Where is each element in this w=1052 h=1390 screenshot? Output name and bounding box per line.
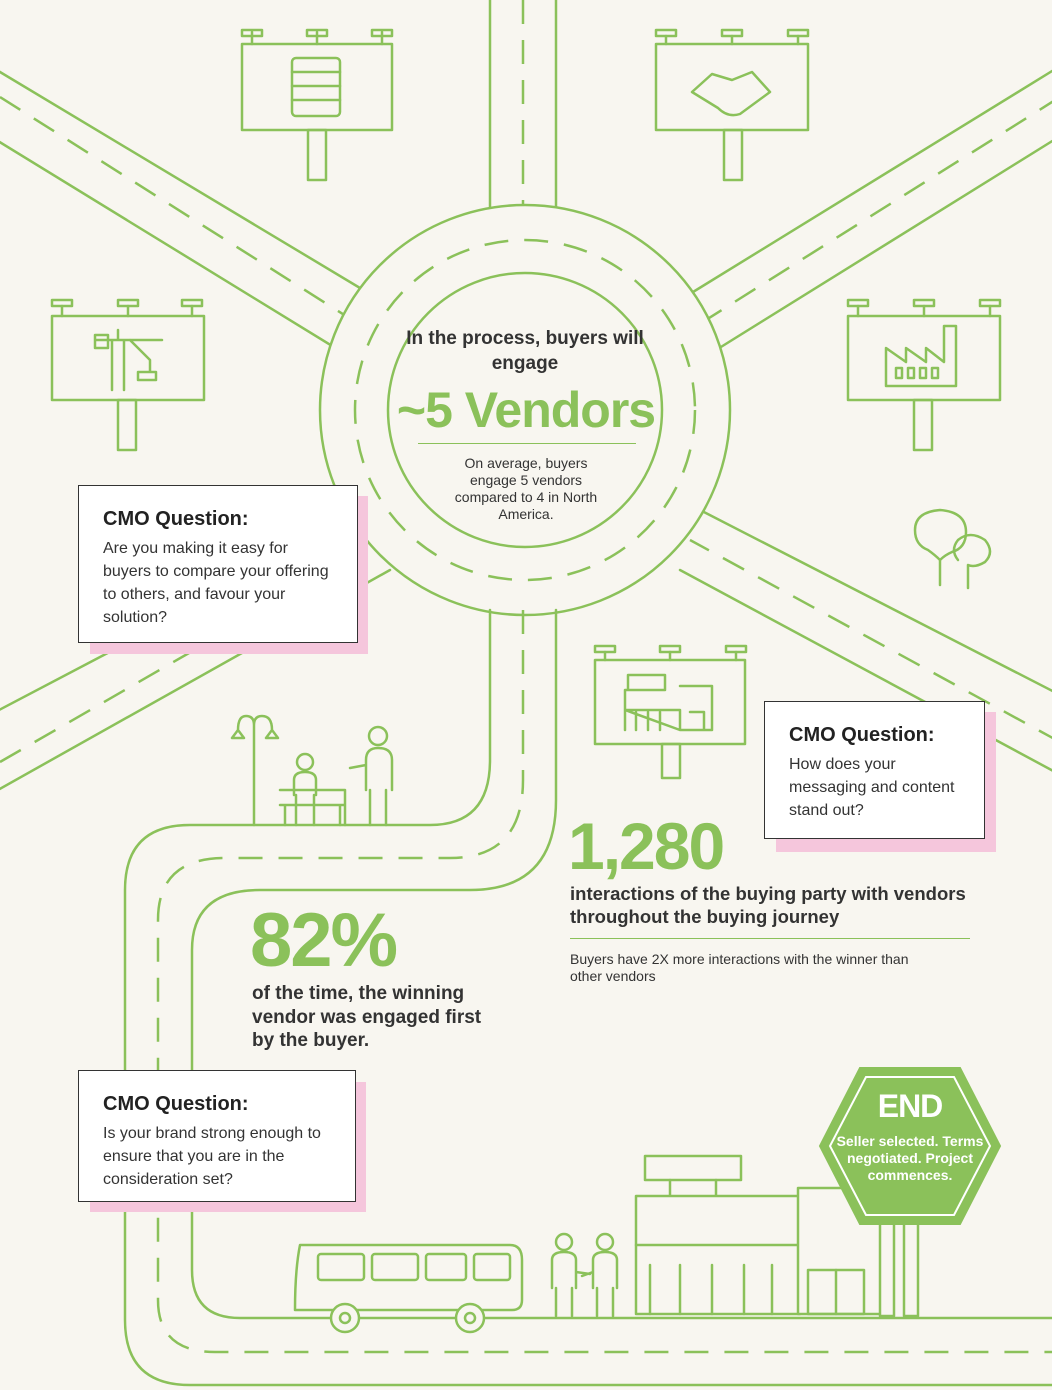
- bus-icon: [293, 1243, 524, 1334]
- storefront-icon: [593, 644, 748, 780]
- handshake-icon: [654, 28, 810, 182]
- cmo-question-3: CMO Question: Is your brand strong enoug…: [78, 1070, 356, 1202]
- question-text: Are you making it easy for buyers to com…: [103, 540, 329, 626]
- end-sign: [818, 1067, 1002, 1318]
- question-title: CMO Question:: [789, 724, 935, 746]
- center-highlight: ~5 Vendors: [396, 382, 656, 438]
- factory-icon: [846, 298, 1002, 452]
- roundabout: [318, 203, 732, 617]
- building-icon: [634, 1154, 892, 1316]
- question-text: Is your brand strong enough to ensure th…: [103, 1125, 321, 1188]
- first-engaged-text: of the time, the winning vendor was enga…: [252, 983, 482, 1051]
- question-title: CMO Question:: [103, 1093, 249, 1115]
- interactions-value: 1,280: [568, 809, 725, 883]
- interactions-divider: [570, 938, 970, 939]
- first-engaged-value: 82%: [250, 898, 398, 983]
- tree-icon: [913, 508, 992, 590]
- winding-road: [123, 608, 1052, 1387]
- cmo-question-2: CMO Question: How does your messaging an…: [764, 701, 985, 839]
- center-divider: [418, 443, 636, 444]
- diagonal-roads: [0, 69, 1052, 791]
- center-title: In the process, buyers will engage: [406, 328, 644, 374]
- question-text: How does your messaging and content stan…: [789, 756, 955, 819]
- interactions-note: Buyers have 2X more interactions with th…: [570, 951, 909, 984]
- end-title: END: [877, 1088, 944, 1124]
- top-road: [488, 0, 558, 222]
- bench-people-icon: [278, 725, 394, 827]
- people-handshake-icon: [550, 1232, 619, 1318]
- street-lamp-icon: [230, 714, 280, 827]
- crane-icon: [50, 298, 206, 452]
- center-note: On average, buyers engage 5 vendors comp…: [454, 455, 598, 522]
- cmo-question-1: CMO Question: Are you making it easy for…: [78, 485, 358, 643]
- end-text: Seller selected. Terms negotiated. Proje…: [836, 1133, 984, 1183]
- question-title: CMO Question:: [103, 508, 249, 530]
- interactions-text: interactions of the buying party with ve…: [570, 883, 966, 927]
- server-icon: [240, 28, 394, 182]
